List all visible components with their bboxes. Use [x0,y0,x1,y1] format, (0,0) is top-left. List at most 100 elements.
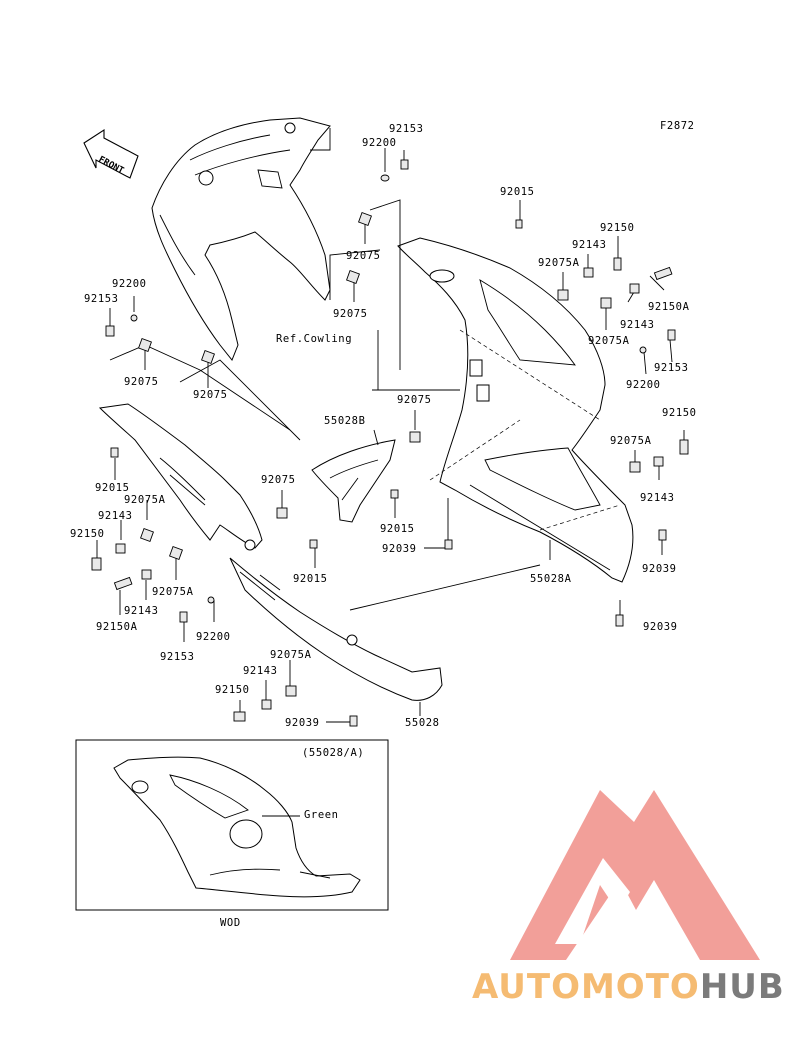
grommet-icon [600,297,612,309]
part-label: 92075A [610,435,652,447]
part-label: 92153 [654,362,689,374]
part-label: 92075 [193,389,228,401]
part-label: 92075A [152,586,194,598]
grommet-icon [201,350,215,364]
part-label: 92015 [500,186,535,198]
part-label: 92075 [124,376,159,388]
part-label: 92143 [98,510,133,522]
part-label: 92200 [362,137,397,149]
part-label: 92153 [389,123,424,135]
part-label: 92150 [662,407,697,419]
grommet-icon [276,507,288,519]
clip-icon [515,219,523,229]
part-labels: 92153 92200 92015 92150 92143 92075A 921… [70,123,697,729]
front-arrow-icon: FRONT [83,128,139,179]
nut-icon [115,543,126,554]
washer-icon [639,346,647,354]
part-label: 92200 [626,379,661,391]
grommet-icon [169,546,183,560]
bolt-icon [653,266,673,281]
part-label: 92015 [380,523,415,535]
part-label: 92150 [215,684,250,696]
washer-icon [130,314,138,322]
part-label: 92075A [124,494,166,506]
bolt-icon [667,329,676,341]
ref-cowling-note: Ref.Cowling [276,333,352,345]
part-label: 92143 [620,319,655,331]
part-label: 92153 [84,293,119,305]
bolt-icon [110,447,119,458]
washer-icon [380,174,390,182]
bolt-icon [679,439,689,455]
clip-icon [390,489,399,499]
part-label: 92075A [538,257,580,269]
part-label: 92039 [643,621,678,633]
grommet-icon [409,431,421,443]
part-label: 92075 [333,308,368,320]
grommet-icon [138,338,152,352]
part-label: 92015 [95,482,130,494]
bracket-55028B [311,439,396,523]
part-label: 92039 [382,543,417,555]
nut-icon [653,456,664,467]
grommet-icon [285,685,297,697]
bolt-icon [113,576,133,591]
part-label: 92143 [572,239,607,251]
part-label: 92200 [196,631,231,643]
inset-part-ref: (55028/A) [302,747,364,759]
part-label: 92075A [270,649,312,661]
part-label: 55028 [405,717,440,729]
grommet-icon [346,270,360,284]
grommet-icon [557,289,569,301]
washer-icon [207,596,215,604]
bolt-icon [613,257,622,271]
part-label: 92150 [70,528,105,540]
part-label: 55028B [324,415,366,427]
nut-icon [141,569,152,580]
part-label: 55028A [530,573,572,585]
bolt-icon [400,159,409,170]
part-label: 92039 [642,563,677,575]
nut-icon [629,283,640,294]
part-label: 92039 [285,717,320,729]
inset-caption: WOD [220,917,241,929]
figure-code: F2872 [660,120,695,132]
variant-inset: (55028/A) Green WOD [75,739,389,929]
bolt-icon [444,539,453,550]
part-label: 92015 [293,573,328,585]
leader-lines [96,128,685,723]
bolt-icon [233,711,246,722]
grommet-icon [629,461,641,473]
part-label: 92150A [96,621,138,633]
part-label: 92075 [346,250,381,262]
watermark-logo: AUTOMOTOHUB [472,790,784,1007]
nut-icon [583,267,594,278]
part-label: 92150 [600,222,635,234]
bolt-icon [91,557,102,571]
bolt-icon [179,611,188,623]
bolt-icon [615,614,624,627]
part-label: 92075 [397,394,432,406]
triangle-logo-icon [510,790,760,960]
grommet-icon [358,212,372,226]
part-label: 92150A [648,301,690,313]
part-label: 92153 [160,651,195,663]
bolt-icon [349,715,358,727]
part-label: 92075 [261,474,296,486]
right-side-cowl [397,237,634,583]
grommet-icon [140,528,154,542]
inset-color-callout: Green [304,809,339,821]
left-middle-cowl [98,403,263,551]
nut-icon [261,699,272,710]
upper-cowling [151,117,331,361]
bolt-icon [105,325,115,337]
fasteners [91,159,689,727]
part-label: 92143 [640,492,675,504]
part-label: 92200 [112,278,147,290]
watermark-brand-part1: AUTOMOTO [472,967,700,1007]
part-label: 92075A [588,335,630,347]
bolt-icon [658,529,667,541]
part-label: 92143 [124,605,159,617]
